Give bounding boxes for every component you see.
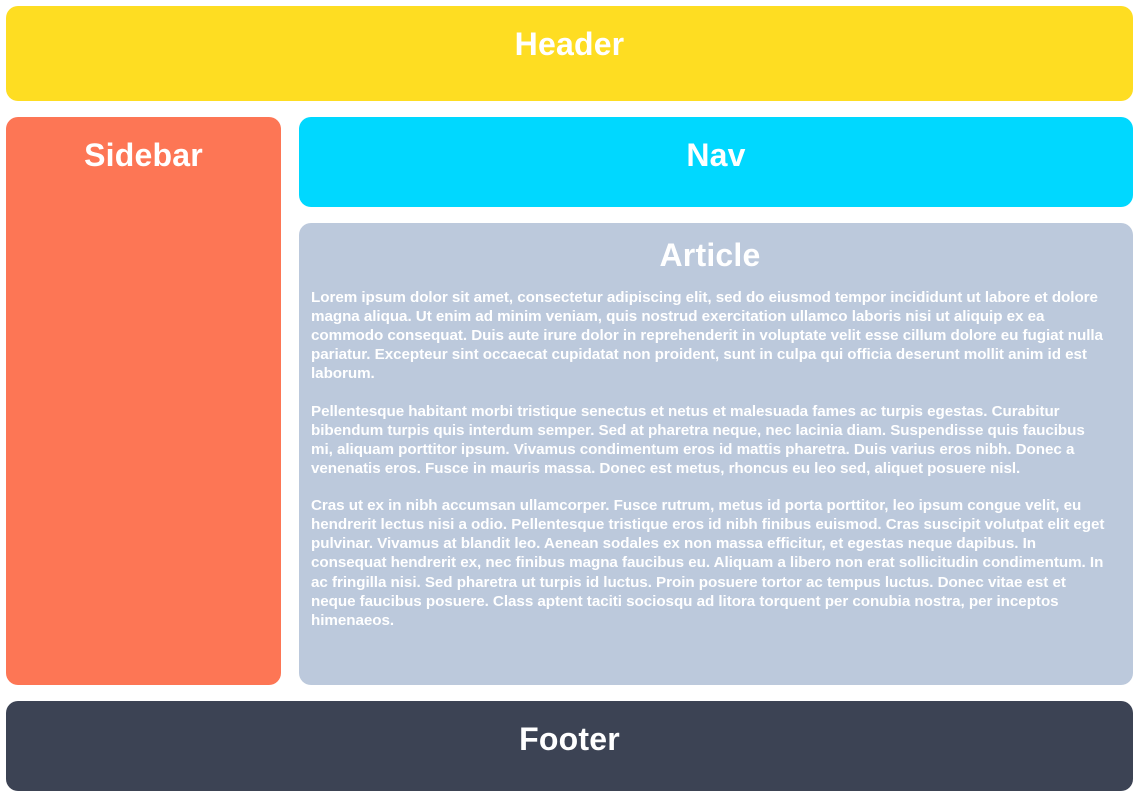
footer-region: Footer: [6, 701, 1133, 791]
article-region: Article Lorem ipsum dolor sit amet, cons…: [299, 223, 1133, 685]
article-body: Lorem ipsum dolor sit amet, consectetur …: [311, 288, 1109, 630]
header-region: Header: [6, 6, 1133, 101]
article-paragraph: Cras ut ex in nibh accumsan ullamcorper.…: [311, 497, 1105, 629]
sidebar-title: Sidebar: [84, 137, 203, 173]
article-title: Article: [659, 237, 761, 273]
sidebar-region: Sidebar: [6, 117, 281, 685]
nav-title: Nav: [686, 137, 746, 173]
article-paragraph: Pellentesque habitant morbi tristique se…: [311, 402, 1085, 477]
article-paragraph: Lorem ipsum dolor sit amet, consectetur …: [311, 288, 1103, 383]
nav-region: Nav: [299, 117, 1133, 207]
header-title: Header: [514, 26, 625, 62]
footer-title: Footer: [519, 721, 620, 757]
